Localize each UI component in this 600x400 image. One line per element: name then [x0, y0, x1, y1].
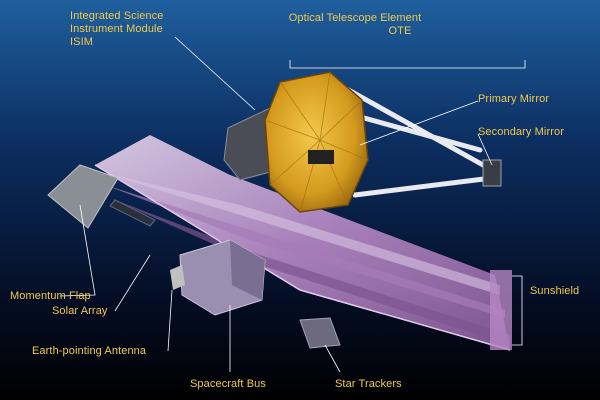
star-tracker-unit	[299, 317, 341, 349]
isim-label: Integrated Science Instrument Module ISI…	[70, 10, 164, 49]
momentum-flap-label: Momentum Flap	[10, 290, 91, 302]
earth-antenna-label: Earth-pointing Antenna	[32, 345, 147, 357]
ote-label: Optical Telescope Element OTE	[280, 12, 430, 38]
primary-mirror	[264, 71, 369, 213]
solar-array-label: Solar Array	[52, 305, 108, 317]
isim-label-line2: Instrument Module	[70, 23, 163, 35]
sunshield-label: Sunshield	[530, 285, 580, 297]
ote-label-line1: Optical Telescope Element	[288, 12, 422, 24]
solar-array-panel	[109, 199, 156, 227]
leader-lines	[59, 36, 526, 373]
spacecraft-bus-label: Spacecraft Bus	[190, 378, 266, 390]
secondary-mirror-label: Secondary Mirror	[478, 126, 564, 138]
isim-label-line1: Integrated Science	[70, 10, 164, 22]
star-trackers-label: Star Trackers	[335, 378, 402, 390]
momentum-flap-panel	[47, 164, 119, 229]
isim-label-line3: ISIM	[70, 36, 94, 48]
sunshield	[94, 135, 512, 351]
aft-optics	[308, 150, 334, 164]
ote-label-line2: OTE	[388, 25, 412, 37]
secondary-mirror-unit	[482, 159, 502, 187]
primary-mirror-label: Primary Mirror	[478, 93, 550, 105]
spacecraft-bus	[170, 239, 266, 316]
